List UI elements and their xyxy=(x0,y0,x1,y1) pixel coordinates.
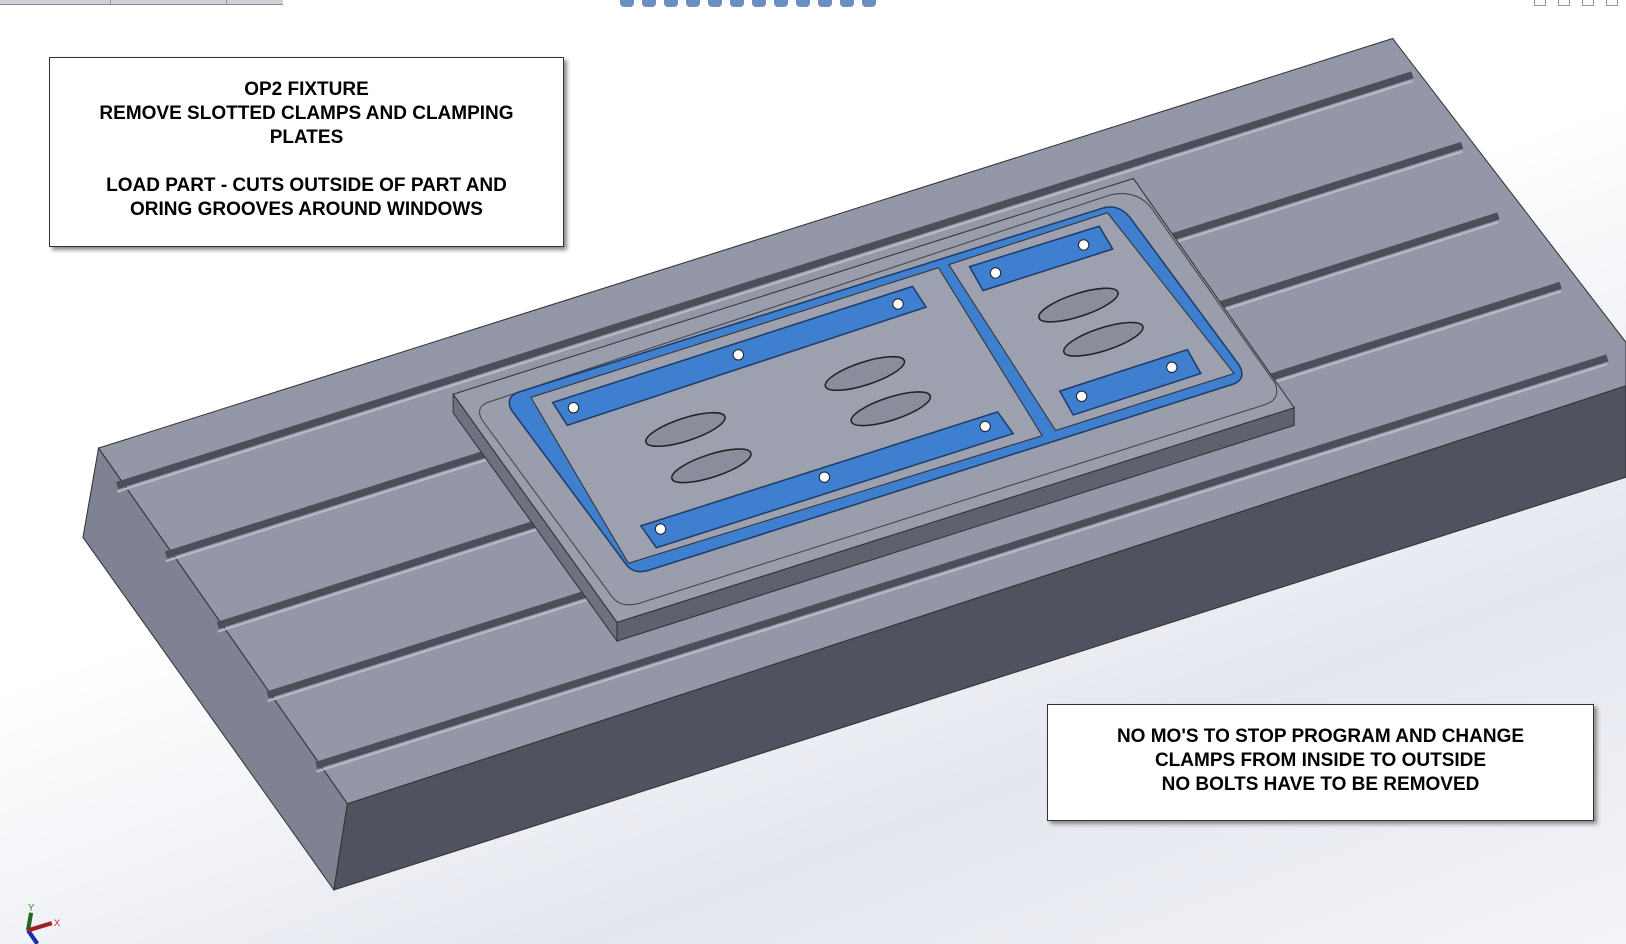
minimize-icon[interactable] xyxy=(1582,0,1594,6)
note-line: OP2 FIXTURE xyxy=(244,79,369,100)
note-line: LOAD PART - CUTS OUTSIDE OF PART AND xyxy=(106,175,507,196)
apply-scene-icon[interactable] xyxy=(818,0,832,7)
dynamic-annotation-icon[interactable] xyxy=(708,0,722,7)
clamp-bolts xyxy=(567,239,1178,535)
table-front-face xyxy=(333,385,1626,891)
view-settings-icon[interactable] xyxy=(840,0,854,7)
op2-fixture-note[interactable]: OP2 FIXTURE REMOVE SLOTTED CLAMPS AND CL… xyxy=(49,57,564,247)
note-line: NO BOLTS HAVE TO BE REMOVED xyxy=(1161,774,1480,795)
document-tabs[interactable] xyxy=(0,0,283,5)
view-orientation-icon[interactable] xyxy=(730,0,744,7)
maximize-icon[interactable] xyxy=(1606,0,1618,6)
note-line: ORING GROOVES AROUND WINDOWS xyxy=(130,199,483,220)
triad-y-label: Y xyxy=(28,903,35,913)
display-style-icon[interactable] xyxy=(752,0,766,7)
note-line: NO MO'S TO STOP PROGRAM AND CHANGE xyxy=(1116,726,1525,747)
window-slots xyxy=(645,287,1144,484)
monitor-icon[interactable] xyxy=(862,0,876,7)
section-view-icon[interactable] xyxy=(686,0,700,7)
window-controls xyxy=(1534,0,1618,6)
zoom-to-fit-icon[interactable] xyxy=(620,0,634,7)
clamp-top-short xyxy=(968,225,1114,292)
zoom-area-icon[interactable] xyxy=(642,0,656,7)
tile-icon[interactable] xyxy=(1558,0,1570,6)
hide-show-icon[interactable] xyxy=(774,0,788,7)
clamp-change-note[interactable]: NO MO'S TO STOP PROGRAM AND CHANGE CLAMP… xyxy=(1047,704,1594,821)
clamp-bottom-short xyxy=(1058,348,1202,416)
edit-appearance-icon[interactable] xyxy=(796,0,810,7)
part-with-windows xyxy=(508,206,1243,573)
note-line: REMOVE SLOTTED CLAMPS AND CLAMPING xyxy=(99,103,514,124)
restore-icon[interactable] xyxy=(1534,0,1546,6)
coordinate-triad: Y X xyxy=(25,903,61,944)
previous-view-icon[interactable] xyxy=(664,0,678,7)
triad-x-label: X xyxy=(54,918,61,928)
note-line: PLATES xyxy=(269,127,344,148)
heads-up-view-toolbar[interactable] xyxy=(620,0,876,8)
note-line: CLAMPS FROM INSIDE TO OUTSIDE xyxy=(1154,750,1487,771)
